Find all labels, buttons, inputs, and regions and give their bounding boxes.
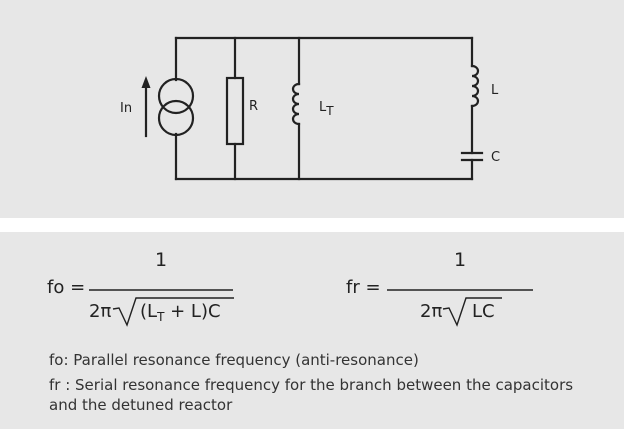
resistor-label: R xyxy=(249,99,259,114)
description-fr-continued: and the detuned reactor xyxy=(49,396,233,414)
circuit-diagram xyxy=(141,36,484,181)
resistor xyxy=(225,36,245,181)
fr-denominator-prefix: 2π xyxy=(420,301,443,322)
capacitor xyxy=(460,151,484,181)
fo-radicand: (LT + L)C xyxy=(140,301,221,324)
radical-sign-fr xyxy=(442,297,502,327)
fr-lhs: fr = xyxy=(346,277,381,298)
radical-sign-fo xyxy=(112,297,234,327)
current-source-label: In xyxy=(120,101,133,116)
formula-panel: fo = 1 2π (LT + L)C fr = 1 2π LC fo: Par… xyxy=(0,232,624,429)
fr-radicand: LC xyxy=(472,301,495,322)
capacitor-label: C xyxy=(491,150,501,165)
fo-lhs: fo = xyxy=(47,277,86,298)
inductor-lt xyxy=(291,36,301,181)
inductor-lt-label: LT xyxy=(319,100,334,118)
formula-lines xyxy=(89,289,533,327)
inductor-l xyxy=(470,36,480,155)
inductor-l-label: L xyxy=(491,83,499,98)
description-fo: fo: Parallel resonance frequency (anti-r… xyxy=(49,351,419,369)
description-fr: fr : Serial resonance frequency for the … xyxy=(49,376,574,394)
fo-numerator: 1 xyxy=(155,249,168,271)
fr-numerator: 1 xyxy=(454,249,467,271)
fo-denominator-prefix: 2π xyxy=(89,301,112,322)
circuit-panel: In R LT L C xyxy=(0,0,624,218)
current-source xyxy=(157,36,195,181)
current-direction-arrow xyxy=(141,76,151,138)
